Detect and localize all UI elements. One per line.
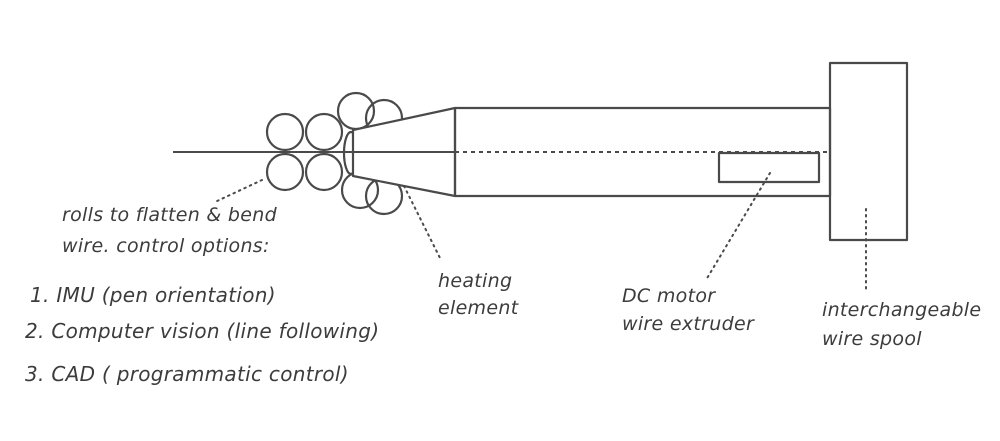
wire-spool-block	[828, 61, 909, 242]
spool-label-line2: wire spool	[822, 327, 922, 350]
option-2: 2. Computer vision (line following)	[25, 320, 379, 343]
spool-label-line1: interchangeable	[822, 299, 982, 321]
option-1-text: 1. IMU (pen orientation)	[30, 283, 276, 307]
dc-motor-block	[717, 151, 821, 184]
option-1: 1. IMU (pen orientation)	[30, 284, 276, 307]
leader-rolls	[214, 179, 263, 203]
rolls-label-line2: wire. control options:	[62, 234, 270, 257]
roller	[304, 112, 344, 152]
roller	[265, 152, 305, 192]
option-3: 3. CAD ( programmatic control)	[25, 363, 349, 386]
option-2-text: 2. Computer vision (line following)	[25, 319, 380, 343]
roller	[265, 112, 305, 152]
rolls-label: rolls to flatten & bend wire. control op…	[62, 204, 277, 258]
rolls-label-line1: rolls to flatten & bend	[62, 204, 277, 226]
roller	[304, 152, 344, 192]
motor-label-line1: DC motor	[622, 285, 716, 307]
heating-label: heating element	[438, 270, 519, 320]
motor-label-line2: wire extruder	[622, 312, 755, 335]
heating-label-line2: element	[438, 296, 519, 319]
leader-heating	[403, 185, 442, 261]
leader-motor	[705, 172, 771, 281]
heating-label-line1: heating	[438, 270, 513, 292]
spool-label: interchangeable wire spool	[822, 299, 982, 351]
motor-label: DC motor wire extruder	[622, 285, 755, 336]
option-3-text: 3. CAD ( programmatic control)	[25, 362, 349, 386]
